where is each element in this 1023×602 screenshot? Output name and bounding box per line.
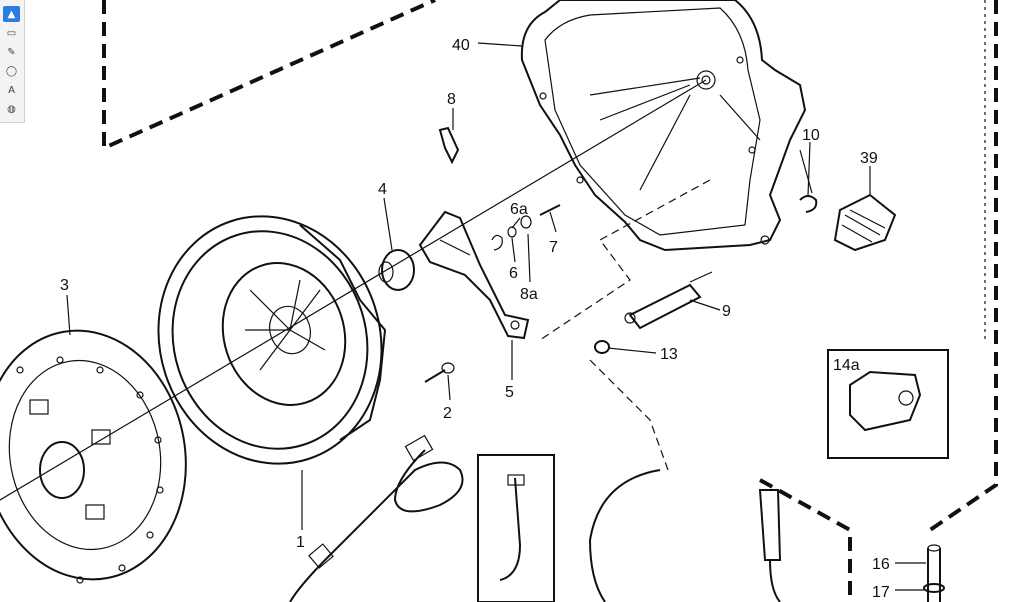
lasso-icon[interactable]: ◯ xyxy=(5,65,18,77)
slave-cylinder-9 xyxy=(624,271,713,330)
leader-lines xyxy=(66,42,926,591)
callout-9: 9 xyxy=(722,303,731,320)
hydraulic-hose xyxy=(289,434,661,602)
detail-box-14a xyxy=(827,349,949,459)
pivot-bushing-4 xyxy=(378,249,415,291)
callout-10: 10 xyxy=(802,127,820,144)
clutch-disc-3 xyxy=(0,329,187,584)
callout-7: 7 xyxy=(549,239,558,256)
comment-icon[interactable]: ▭ xyxy=(6,27,17,39)
spring-clip-8 xyxy=(438,126,460,165)
washer-13 xyxy=(594,340,610,354)
callout-2: 2 xyxy=(443,405,452,422)
callout-40: 40 xyxy=(452,37,470,54)
assembly-dashed-lines xyxy=(539,179,711,471)
bolt-2 xyxy=(424,362,455,383)
hose-coupling xyxy=(758,489,782,602)
dashed-boundary xyxy=(102,0,998,602)
callout-13: 13 xyxy=(660,346,678,363)
bracket-39 xyxy=(833,193,897,252)
callout-39: 39 xyxy=(860,150,878,167)
callout-1: 1 xyxy=(296,534,305,551)
release-fork-5 xyxy=(418,210,530,340)
callout-5: 5 xyxy=(505,384,514,401)
callout-14a: 14a xyxy=(833,357,860,374)
fork-bolt-group xyxy=(491,204,561,251)
callout-16: 16 xyxy=(872,556,890,573)
connector-16-17 xyxy=(923,544,945,602)
callout-4: 4 xyxy=(378,181,387,198)
cursor-icon[interactable]: ▲ xyxy=(3,6,20,22)
pen-icon[interactable]: ✎ xyxy=(7,46,16,58)
annotation-toolbar: ▲ ▭ ✎ ◯ A ◍ xyxy=(0,0,25,123)
text-box-icon[interactable]: A xyxy=(8,84,15,96)
callout-6a: 6a xyxy=(510,201,528,218)
callout-6: 6 xyxy=(509,265,518,282)
callout-8a: 8a xyxy=(520,286,538,303)
callout-3: 3 xyxy=(60,277,69,294)
clip-10 xyxy=(799,149,818,213)
pressure-plate-1 xyxy=(157,215,387,465)
callout-labels: 40 8 10 39 4 6a 7 6 8a 9 13 3 14a 2 5 1 … xyxy=(60,37,890,601)
hose-inset-box xyxy=(477,454,555,602)
callout-8: 8 xyxy=(447,91,456,108)
callout-17: 17 xyxy=(872,584,890,601)
bell-housing xyxy=(520,0,807,252)
stamp-icon[interactable]: ◍ xyxy=(7,103,16,115)
